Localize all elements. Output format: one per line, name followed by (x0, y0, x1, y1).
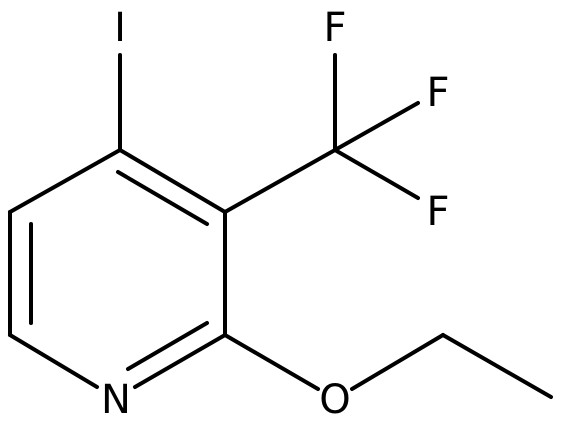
bond-c2-n1-inner (126, 321, 209, 371)
atom-fluorine-right: F (426, 70, 449, 116)
bond-cf3-f-bottom (333, 148, 420, 200)
atom-oxygen: O (319, 377, 350, 423)
bond-c2-oxygen (223, 333, 320, 391)
bond-oxygen-ch2 (350, 333, 445, 391)
bond-ch2-ch3 (441, 333, 553, 399)
bond-c5-c4 (8, 148, 122, 214)
atom-fluorine-top: F (323, 5, 346, 51)
bond-c3-cf3 (223, 148, 337, 214)
bond-cf3-f-right (333, 101, 420, 152)
atom-nitrogen: N (101, 377, 131, 423)
atom-fluorine-bottom: F (426, 189, 449, 235)
bond-n1-c6 (8, 333, 99, 389)
bond-c4-c3 (118, 148, 227, 214)
atom-iodine: I (114, 5, 126, 51)
bond-c2-n1 (133, 333, 227, 389)
bond-c4-c3-inner (116, 170, 209, 226)
